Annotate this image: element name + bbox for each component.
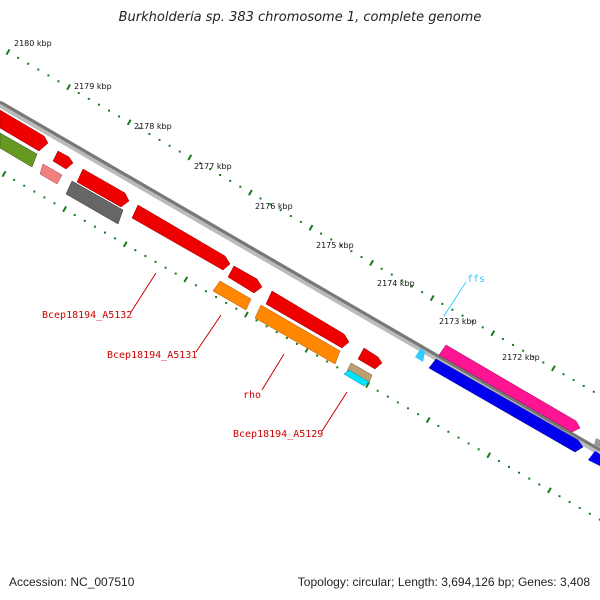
label-rho[interactable]: rho	[243, 390, 261, 401]
gene-a5129-striped[interactable]	[346, 362, 373, 384]
gene-cyan[interactable]	[343, 369, 370, 387]
leader-a5129	[321, 391, 348, 432]
label-a5129[interactable]: Bcep18194_A5129	[233, 429, 323, 440]
gene-blue-edge[interactable]	[588, 451, 600, 466]
label-a5132[interactable]: Bcep18194_A5132	[42, 310, 132, 321]
gene-red-6[interactable]	[265, 290, 350, 349]
gene-red-2[interactable]	[52, 150, 74, 170]
gene-ffs[interactable]	[415, 348, 425, 362]
leader-a5131	[195, 314, 222, 353]
gene-salmon[interactable]	[39, 163, 63, 185]
leader-ffs	[443, 281, 467, 317]
gene-green[interactable]	[0, 132, 38, 168]
gene-labels: Bcep18194_A5132 Bcep18194_A5131 rho Bcep…	[42, 274, 485, 440]
ruler-label-2180: 2180 kbp	[14, 39, 52, 48]
ruler-label-2177: 2177 kbp	[194, 162, 232, 171]
leader-a5132	[130, 272, 157, 313]
ruler-label-2173: 2173 kbp	[439, 317, 477, 326]
gene-red-3[interactable]	[76, 168, 130, 208]
ruler-label-2174: 2174 kbp	[377, 279, 415, 288]
accession-text: Accession: NC_007510	[9, 575, 135, 589]
ruler-label-2172: 2172 kbp	[502, 353, 540, 362]
ruler-label-2178: 2178 kbp	[134, 122, 172, 131]
topology-text: Topology: circular; Length: 3,694,126 bp…	[297, 575, 590, 589]
chromosome-backbone	[0, 100, 600, 456]
outer-ruler	[5, 48, 595, 393]
label-leaders	[130, 272, 467, 432]
gene-pink[interactable]	[438, 344, 581, 433]
gene-orange-rho[interactable]	[254, 304, 341, 365]
leader-rho	[261, 353, 285, 391]
gene-blue[interactable]	[428, 358, 584, 453]
reverse-strand-genes	[0, 132, 600, 466]
ruler-label-2179: 2179 kbp	[74, 82, 112, 91]
gene-red-1[interactable]	[0, 109, 49, 152]
inner-ruler	[1, 170, 600, 521]
map-title: Burkholderia sp. 383 chromosome 1, compl…	[118, 10, 482, 25]
ruler-label-2175: 2175 kbp	[316, 241, 354, 250]
gene-red-5[interactable]	[227, 265, 263, 294]
gene-red-7[interactable]	[357, 347, 383, 370]
label-a5131[interactable]: Bcep18194_A5131	[107, 350, 197, 361]
gene-red-4[interactable]	[131, 204, 231, 271]
gene-gray[interactable]	[65, 180, 124, 225]
forward-strand-genes	[0, 109, 581, 433]
label-ffs[interactable]: ffs	[467, 274, 485, 285]
ruler-label-2176: 2176 kbp	[255, 202, 293, 211]
gene-gray-edge[interactable]	[594, 438, 600, 448]
gene-orange-a5131[interactable]	[212, 280, 252, 311]
ruler-labels: 2180 kbp 2179 kbp 2178 kbp 2177 kbp 2176…	[14, 39, 540, 362]
